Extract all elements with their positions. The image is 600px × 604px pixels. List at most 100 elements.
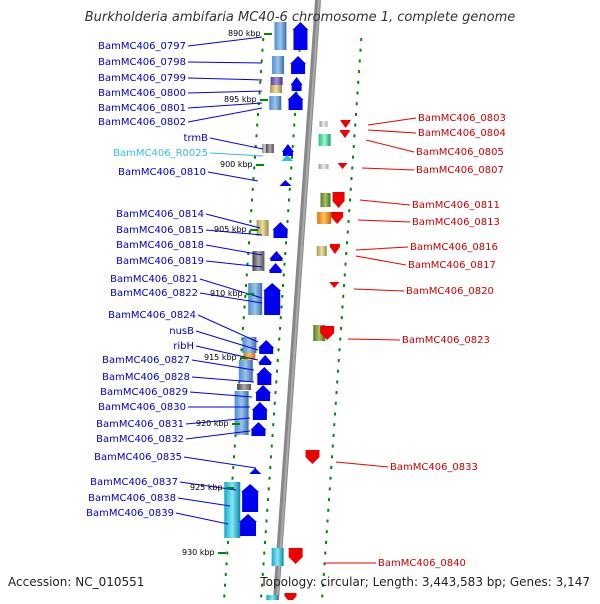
cog-band-21 [320, 121, 328, 127]
gene-label-right-6: BamMC406_0816 [410, 242, 498, 253]
gene-label-right-5: BamMC406_0813 [412, 217, 500, 228]
cog-band-14 [224, 482, 240, 538]
gene-label-left-0: BamMC406_0797 [98, 41, 186, 52]
forward-gene-18 [239, 514, 257, 536]
gene-label-right-4: BamMC406_0811 [412, 200, 500, 211]
gene-label-left-4: BamMC406_0801 [98, 103, 186, 114]
leader-line-left-0 [188, 37, 262, 46]
reverse-gene-10 [284, 593, 296, 600]
gene-label-right-1: BamMC406_0804 [418, 128, 506, 139]
gene-label-left-25: BamMC406_0837 [90, 477, 178, 488]
cog-band-4 [269, 96, 281, 110]
gene-label-left-23: BamMC406_0832 [96, 434, 184, 445]
gene-label-left-6: trmB [184, 133, 209, 144]
leader-line-right-7 [356, 256, 406, 265]
gene-label-right-10: BamMC406_0833 [390, 462, 478, 473]
reverse-gene-0 [341, 120, 351, 128]
leader-line-left-26 [178, 498, 230, 506]
forward-gene-5 [279, 180, 291, 186]
gene-label-right-7: BamMC406_0817 [408, 260, 496, 271]
gene-label-left-20: BamMC406_0829 [100, 387, 188, 398]
reverse-gene-4 [331, 212, 343, 224]
cog-band-22 [319, 164, 329, 169]
forward-gene-0 [292, 22, 308, 50]
cog-band-8 [248, 283, 262, 315]
gene-label-left-26: BamMC406_0838 [88, 493, 176, 504]
leader-line-right-8 [354, 289, 404, 291]
cog-band-23 [272, 548, 284, 566]
gene-label-left-10: BamMC406_0815 [116, 225, 204, 236]
gene-label-left-11: BamMC406_0818 [116, 240, 204, 251]
leader-line-right-4 [360, 200, 410, 205]
gene-label-left-15: BamMC406_0824 [108, 310, 196, 321]
gene-label-left-13: BamMC406_0821 [110, 274, 198, 285]
gene-label-right-0: BamMC406_0803 [418, 113, 506, 124]
reverse-gene-8 [306, 450, 320, 464]
cog-band-3 [270, 85, 282, 93]
tick-label-4: 910 kbp [210, 289, 243, 298]
gene-label-right-8: BamMC406_0820 [406, 286, 494, 297]
gene-label-left-21: BamMC406_0830 [98, 402, 186, 413]
tick-label-7: 925 kbp [190, 483, 223, 492]
gene-label-right-9: BamMC406_0823 [402, 335, 490, 346]
accession-text: Accession: NC_010551 [8, 575, 144, 589]
forward-gene-15 [250, 422, 266, 436]
forward-gene-3 [288, 92, 304, 110]
forward-gene-7 [269, 251, 283, 261]
gene-label-left-1: BamMC406_0798 [98, 57, 186, 68]
leader-line-left-6 [210, 138, 263, 149]
gene-label-left-9: BamMC406_0814 [116, 209, 204, 220]
figure-title: Burkholderia ambifaria MC40-6 chromosome… [0, 10, 600, 25]
forward-gene-1 [290, 56, 306, 74]
tick-label-5: 915 kbp [204, 353, 237, 362]
tick-label-1: 895 kbp [224, 95, 257, 104]
gene-label-left-3: BamMC406_0800 [98, 88, 186, 99]
leader-line-right-1 [368, 130, 416, 133]
gene-label-left-7: BamMC406_R0025 [113, 148, 208, 159]
cog-band-18 [317, 246, 327, 256]
gene-label-left-12: BamMC406_0819 [116, 256, 204, 267]
forward-gene-2 [291, 77, 303, 91]
leader-line-left-5 [188, 108, 262, 122]
tick-label-3: 905 kbp [214, 225, 247, 234]
gene-label-right-3: BamMC406_0807 [416, 165, 504, 176]
tick-label-0: 890 kbp [228, 29, 261, 38]
leader-line-right-10 [336, 462, 388, 467]
cog-band-0 [274, 22, 286, 50]
gene-label-right-2: BamMC406_0805 [416, 147, 504, 158]
leader-line-right-9 [348, 339, 400, 340]
cog-band-2 [271, 77, 283, 85]
reverse-gene-3 [333, 192, 345, 208]
cog-band-17 [317, 212, 331, 224]
gene-label-left-24: BamMC406_0835 [94, 452, 182, 463]
cog-band-15 [266, 144, 274, 153]
forward-gene-17 [241, 484, 259, 512]
forward-gene-11 [258, 355, 272, 365]
reverse-gene-9 [289, 548, 303, 564]
cog-band-20 [319, 134, 331, 146]
cog-band-13 [235, 391, 249, 435]
tick-label-2: 900 kbp [220, 160, 253, 169]
tick-label-8: 930 kbp [182, 548, 215, 557]
leader-line-right-0 [368, 118, 416, 125]
gene-label-right-11: BamMC406_0840 [378, 558, 466, 569]
cog-band-24 [266, 595, 278, 600]
cog-band-12 [237, 384, 251, 390]
gene-label-left-27: BamMC406_0839 [86, 508, 174, 519]
reverse-gene-6 [329, 282, 339, 288]
forward-gene-12 [256, 367, 272, 385]
reverse-gene-2 [338, 163, 348, 169]
leader-line-left-3 [188, 91, 262, 93]
topology-text: Topology: circular; Length: 3,443,583 bp… [260, 575, 590, 589]
gene-label-left-17: ribH [173, 341, 194, 352]
leader-line-left-24 [184, 457, 256, 468]
gene-label-left-14: BamMC406_0822 [110, 288, 198, 299]
gene-label-left-22: BamMC406_0831 [96, 419, 184, 430]
leader-line-right-3 [362, 168, 414, 170]
leader-line-right-6 [356, 247, 408, 250]
reverse-gene-5 [330, 244, 340, 254]
forward-gene-16 [249, 468, 261, 474]
reverse-gene-1 [340, 130, 350, 138]
forward-gene-8 [269, 263, 283, 273]
leader-line-left-7 [210, 153, 263, 156]
